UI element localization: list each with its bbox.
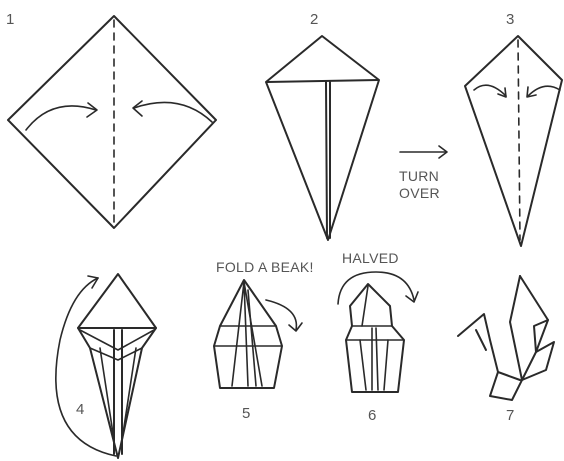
turn-over-instruction: TURN OVER bbox=[399, 146, 447, 201]
base-creases bbox=[232, 282, 262, 386]
step-3-number: 3 bbox=[506, 11, 514, 28]
side-creases bbox=[100, 348, 136, 440]
step-6-figure: HALVED 6 bbox=[338, 250, 418, 424]
fold-up-arrowhead bbox=[88, 276, 98, 288]
base-crossfolds bbox=[214, 326, 282, 346]
step-3-figure: 3 bbox=[465, 11, 562, 246]
beak-fold-arrowhead bbox=[289, 323, 302, 331]
step-7-number: 7 bbox=[506, 407, 514, 424]
step-5-number: 5 bbox=[242, 405, 250, 422]
step-2-figure: 2 bbox=[266, 11, 379, 240]
step-4-figure: 4 bbox=[56, 274, 156, 458]
kite-outline bbox=[465, 36, 562, 246]
turn-over-label-line1: TURN bbox=[399, 168, 439, 184]
halved-label: HALVED bbox=[342, 250, 399, 266]
fold-arrow-right bbox=[528, 86, 560, 96]
step-6-number: 6 bbox=[368, 407, 376, 424]
step-2-number: 2 bbox=[310, 11, 318, 28]
halve-arrow bbox=[338, 272, 414, 304]
diamond-outline bbox=[78, 274, 156, 458]
body-creases bbox=[360, 286, 388, 390]
step-4-number: 4 bbox=[76, 401, 84, 418]
center-fold-line bbox=[518, 40, 520, 240]
kite-center-line bbox=[326, 82, 330, 238]
kite-outline bbox=[266, 36, 379, 240]
body-crossfolds bbox=[346, 326, 404, 340]
beak-tip-fold bbox=[476, 330, 486, 350]
step-7-figure: 7 bbox=[458, 276, 554, 424]
step-1-number: 1 bbox=[6, 11, 14, 28]
step-5-figure: FOLD A BEAK! 5 bbox=[214, 259, 314, 422]
wing-outline bbox=[490, 276, 548, 400]
back-crease bbox=[510, 276, 522, 380]
square-outline bbox=[8, 16, 216, 228]
beak-crease bbox=[248, 290, 256, 386]
step-1-figure: 1 bbox=[6, 11, 216, 228]
kite-crossfold bbox=[267, 80, 378, 82]
fold-arrow-left bbox=[26, 106, 96, 130]
body-outline bbox=[346, 284, 404, 392]
fold-arrowhead-right bbox=[133, 101, 142, 116]
fold-up-arrow bbox=[56, 278, 116, 456]
turn-over-label-line2: OVER bbox=[399, 185, 440, 201]
fold-a-beak-label: FOLD A BEAK! bbox=[216, 259, 314, 275]
